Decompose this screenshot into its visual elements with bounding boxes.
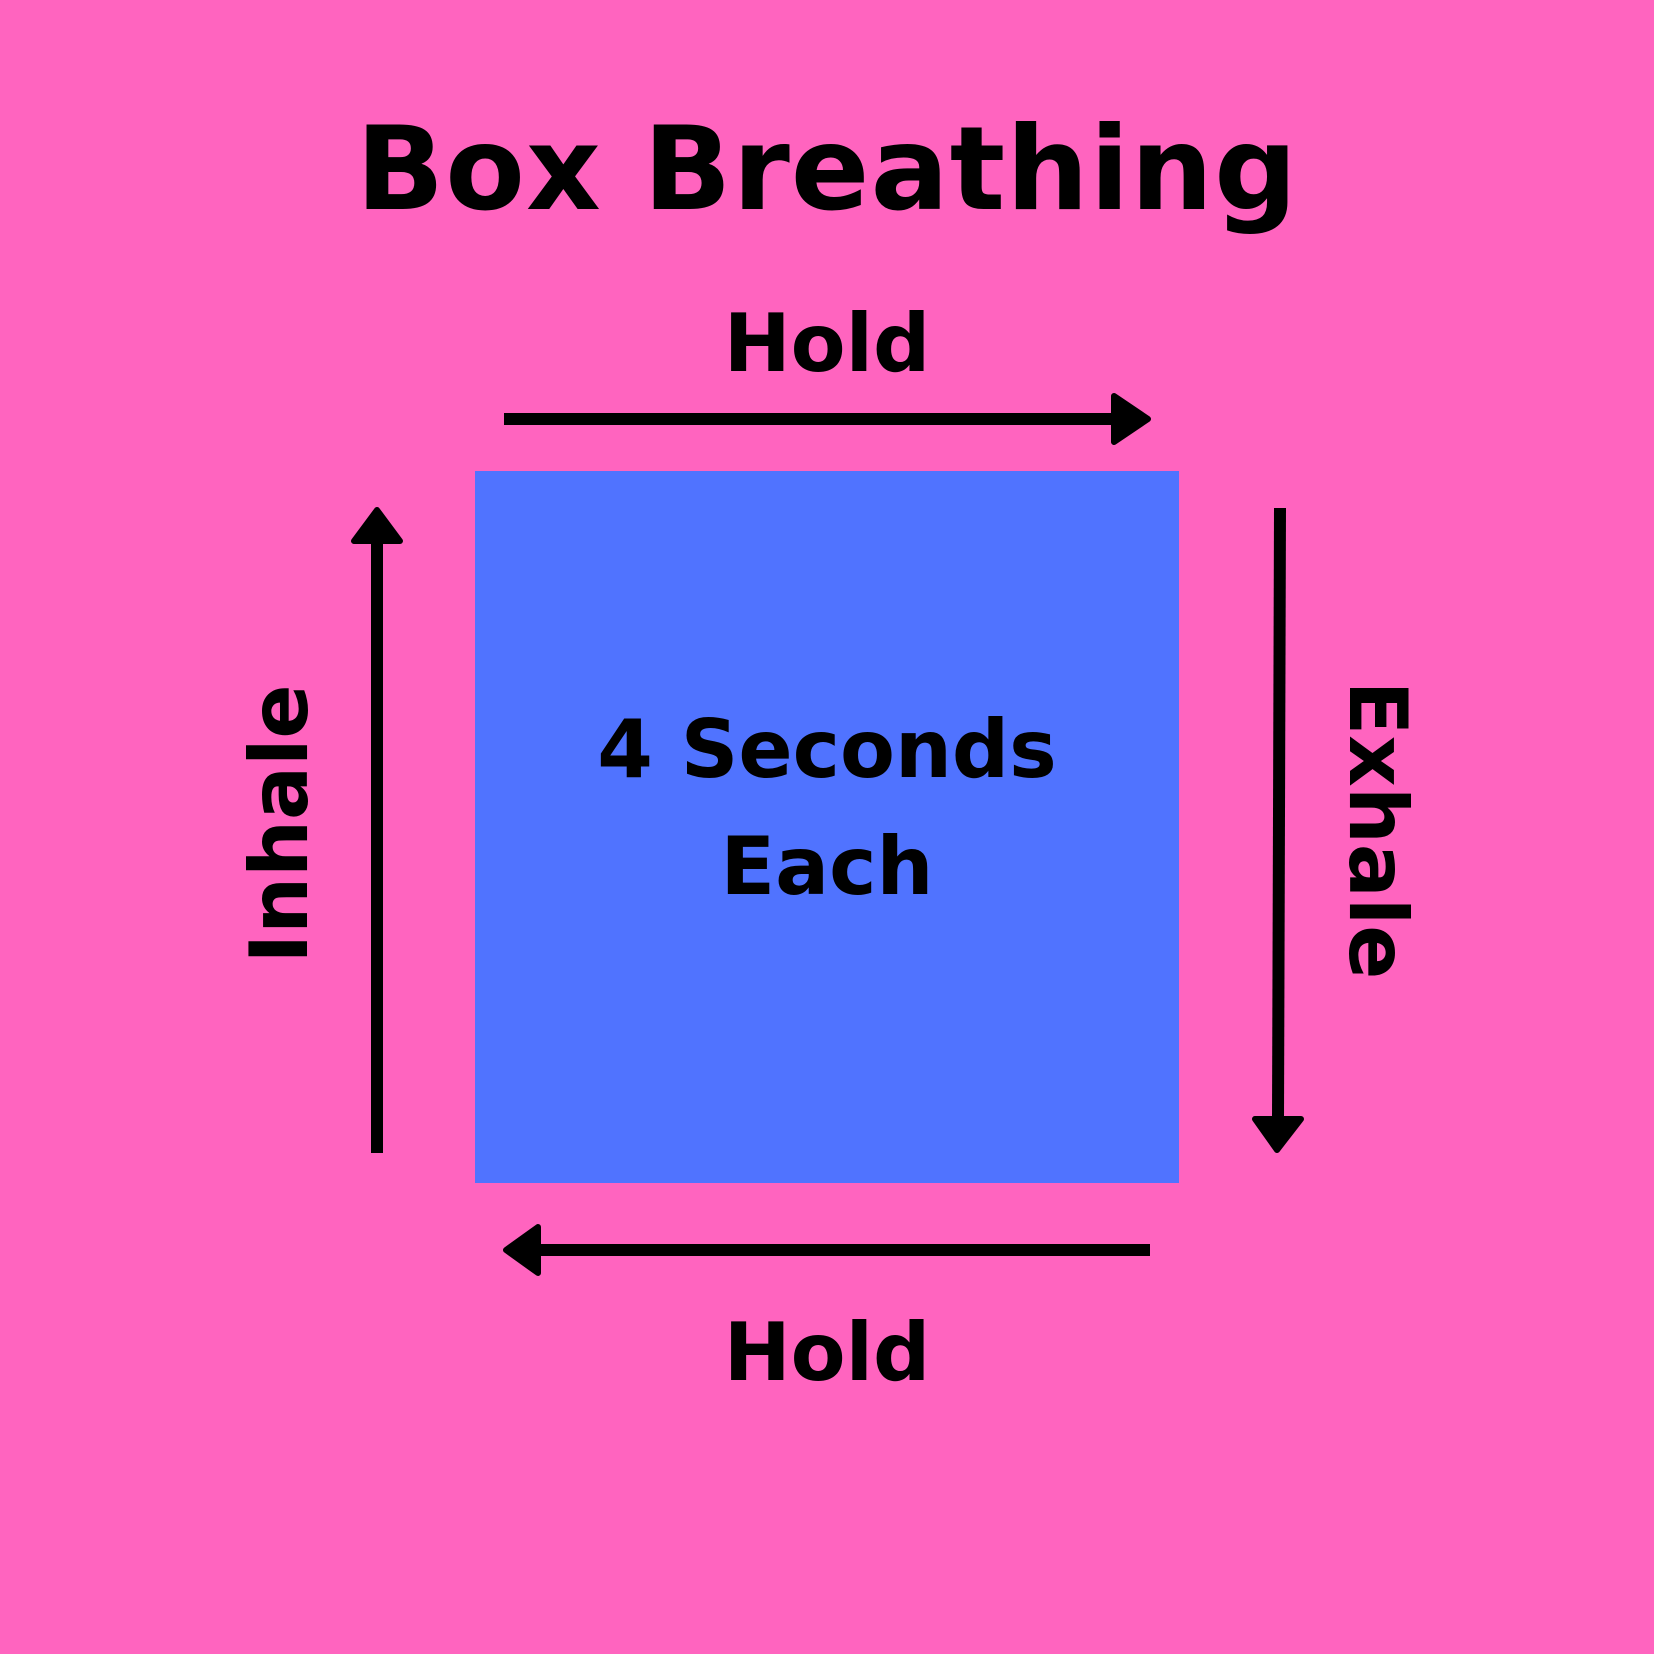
arrow-down-right [1252,507,1304,1153]
arrow-left-bottom [503,1224,1150,1276]
step-label-right: Exhale [1331,680,1424,980]
step-label-top: Hold [723,297,931,390]
step-label-left: Inhale [233,684,326,964]
center-text-line-1: 4 Seconds [597,703,1057,796]
center-box: 4 Seconds Each [475,471,1179,1183]
step-label-bottom: Hold [723,1306,931,1399]
page-title: Box Breathing [355,102,1299,237]
center-text-line-2: Each [720,820,934,913]
arrow-up-left [351,507,403,1153]
center-text: 4 Seconds Each [475,691,1179,925]
arrow-right-top [504,393,1151,445]
